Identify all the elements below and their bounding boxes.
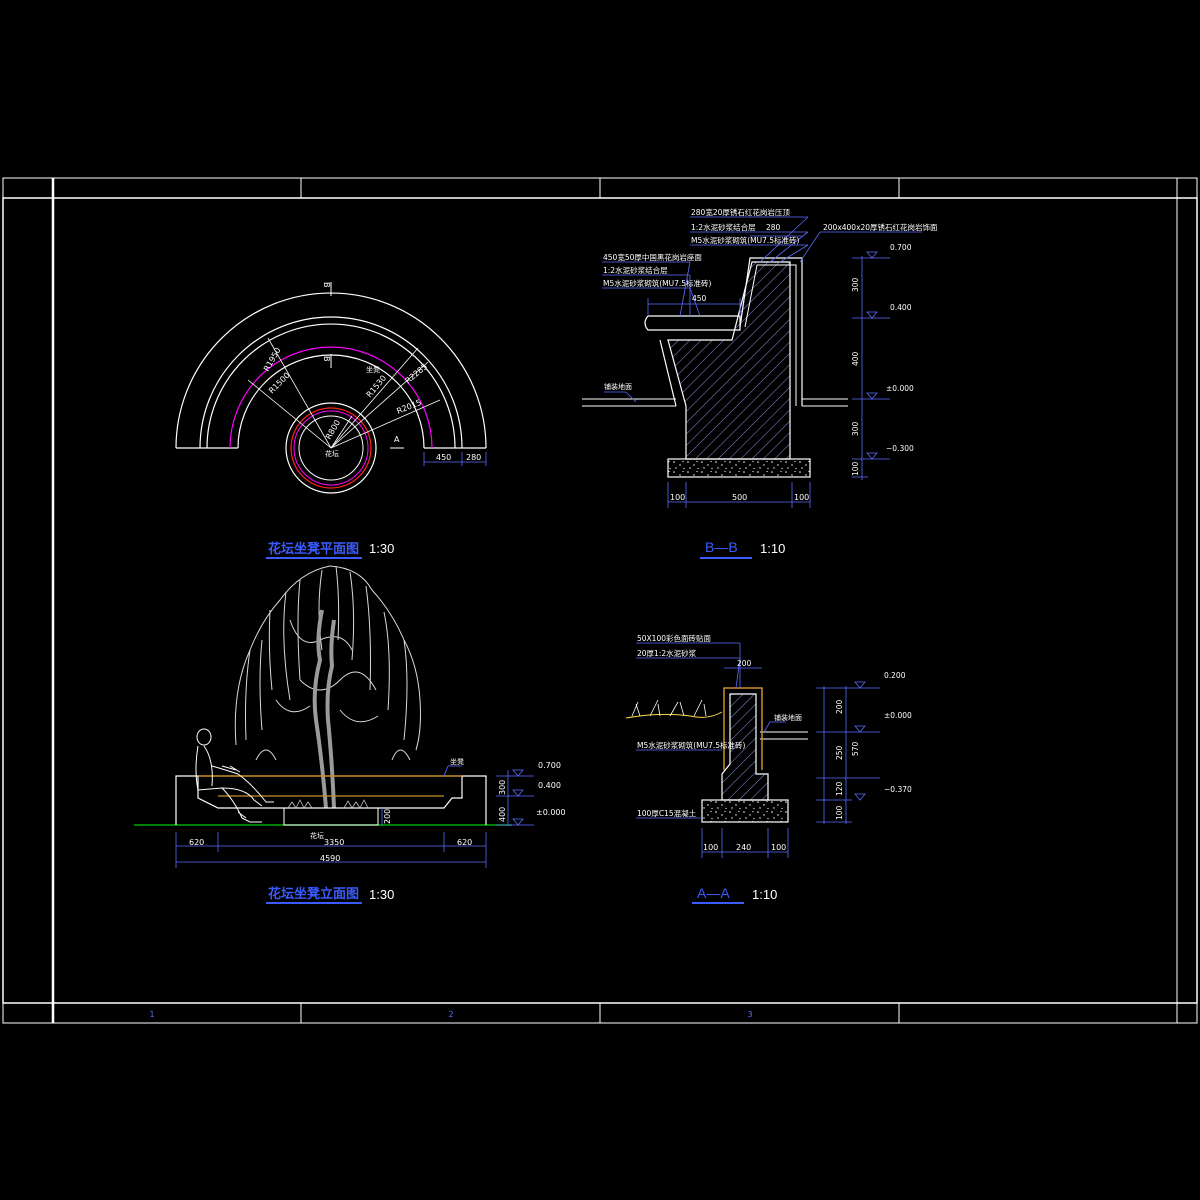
- aa-soil-line: [625, 711, 723, 719]
- aa-hdim-100a: 100: [703, 843, 718, 852]
- bb-elev-0400: 0.400: [890, 303, 912, 312]
- bb-vdim-100: 100: [851, 461, 860, 476]
- bb-vdim-400: 400: [851, 351, 860, 366]
- seated-person: [195, 728, 274, 823]
- aa-vdim-250: 250: [835, 745, 844, 760]
- aa-hdim-100b: 100: [771, 843, 786, 852]
- plan-section-b-top: B: [322, 282, 331, 288]
- aa-note-4: 100厚C15混凝土: [637, 808, 697, 818]
- aa-note-1: 50X100彩色面砖贴面: [637, 633, 711, 643]
- elevation-bench: [175, 775, 487, 825]
- aa-scale: 1:10: [752, 887, 777, 902]
- plan-title: 花坛坐凳平面图: [268, 541, 359, 556]
- plan-radius-r1950: R1950: [262, 346, 283, 373]
- bb-vdim-300b: 300: [851, 421, 860, 436]
- bb-scale: 1:10: [760, 541, 785, 556]
- plan-bed-inner: [298, 415, 364, 481]
- plan-radius-r2285: R2285: [404, 362, 430, 386]
- plan-inner-arc-2: [206, 323, 456, 449]
- bb-dim-280: 280: [766, 223, 781, 232]
- plan-label-center: 花坛: [325, 449, 339, 458]
- column-number-3: 3: [747, 1010, 752, 1019]
- aa-footing: [701, 799, 789, 823]
- column-number-2: 2: [448, 1010, 453, 1019]
- bb-dim-450: 450: [692, 294, 707, 303]
- elevation-hdim-3350: 3350: [324, 838, 344, 847]
- drawing-frame: [2, 177, 1198, 1024]
- plan-bed-outer: [285, 402, 377, 494]
- aa-note-3: M5水泥砂浆砌筑(MU7.5标准砖): [637, 740, 746, 750]
- plan-bed-red: [290, 407, 372, 489]
- plan-dim-450: 450: [436, 453, 451, 462]
- aa-hdim-240: 240: [736, 843, 751, 852]
- elevation-hdim-620a: 620: [189, 838, 204, 847]
- plan-section-b-mid: B: [322, 356, 331, 362]
- aa-vdim-total: 570: [851, 741, 860, 756]
- plan-radius-r800: R800: [324, 418, 342, 441]
- plan-label-seat: 坐凳: [366, 365, 380, 374]
- aa-vdim-120: 120: [835, 781, 844, 796]
- bb-elev-0700: 0.700: [890, 243, 912, 252]
- bb-elev-0000: ±0.000: [886, 384, 914, 393]
- plan-view: B B A 花坛 坐凳 R1950 R1500 R1530 R2285 R201…: [175, 282, 487, 559]
- elevation-vdim-400: 400: [498, 807, 507, 822]
- frame-column-numbers: 1 2 3: [149, 1010, 752, 1019]
- bb-hdim-500: 500: [732, 493, 747, 502]
- elevation-vdim-300: 300: [498, 780, 507, 795]
- bb-elev-m0300: −0.300: [886, 444, 914, 453]
- aa-label-paving: 铺装地面: [774, 713, 802, 722]
- bb-note-6: M5水泥砂浆砌筑(MU7.5标准砖): [603, 278, 712, 288]
- bb-coping-outline: [659, 257, 803, 407]
- elevation-scale: 1:30: [369, 887, 394, 902]
- aa-vdim-200: 200: [835, 699, 844, 714]
- plan-bed-magenta: [293, 410, 369, 486]
- plan-inner-arc-1: [199, 316, 463, 449]
- bb-vdim-300a: 300: [851, 277, 860, 292]
- elevation-dim-200: 200: [383, 809, 392, 824]
- section-aa: 50X100彩色面砖贴面 20厚1:2水泥砂浆 200 M5水泥砂浆砌筑(MU7…: [625, 633, 912, 904]
- column-number-1: 1: [149, 1010, 154, 1019]
- bb-note-7: 200x400x20厚锈石红花岗岩饰面: [823, 222, 938, 232]
- bb-wall-body: [667, 261, 791, 460]
- aa-cladding-outline: [723, 687, 763, 770]
- plan-radius-r1500: R1500: [267, 371, 292, 396]
- tree-canopy: [234, 565, 421, 761]
- bb-note-5: 1:2水泥砂浆结合层: [603, 265, 668, 275]
- elevation-hdim-620b: 620: [457, 838, 472, 847]
- bb-seat-stone: [644, 315, 741, 331]
- tree-trunk: [312, 609, 336, 809]
- aa-elev-0000: ±0.000: [884, 711, 912, 720]
- elevation-label-seat: 坐凳: [450, 757, 464, 766]
- bb-title: B—B: [705, 539, 738, 555]
- bb-note-3: M5水泥砂浆砌筑(MU7.5标准砖): [691, 235, 800, 245]
- aa-elev-0200: 0.200: [884, 671, 906, 680]
- aa-note-2: 20厚1:2水泥砂浆: [637, 648, 697, 658]
- elevation-elev-0000: ±0.000: [536, 808, 566, 817]
- elevation-title: 花坛坐凳立面图: [268, 886, 359, 901]
- bb-note-2: 1:2水泥砂浆结合层: [691, 222, 756, 232]
- section-bb: 280宽20厚锈石红花岗岩压顶 1:2水泥砂浆结合层 M5水泥砂浆砌筑(MU7.…: [582, 207, 938, 559]
- aa-title: A—A: [697, 885, 730, 901]
- plan-magenta-arc: [229, 346, 433, 449]
- bb-label-paving: 铺装地面: [604, 382, 632, 391]
- elevation-elev-0400: 0.400: [538, 781, 561, 790]
- plan-section-a: A: [394, 435, 400, 444]
- elevation-planter: [283, 807, 379, 826]
- plan-radius-r2015: R2015: [395, 398, 422, 416]
- elevation-view: 620 3350 620 4590 花坛 坐凳 0.700 0.400 ±0.0…: [134, 565, 566, 904]
- elevation-elev-0700: 0.700: [538, 761, 561, 770]
- bb-note-1: 280宽20厚锈石红花岗岩压顶: [691, 207, 790, 217]
- aa-vdim-100: 100: [835, 805, 844, 820]
- elevation-total: 4590: [320, 854, 340, 863]
- elevation-label-center: 花坛: [310, 831, 324, 840]
- bb-hdim-100a: 100: [670, 493, 685, 502]
- bb-hdim-100b: 100: [794, 493, 809, 502]
- bb-note-4: 450宽50厚中国黑花岗岩座面: [603, 252, 702, 262]
- aa-dim-200: 200: [737, 659, 752, 668]
- plan-scale: 1:30: [369, 541, 394, 556]
- bb-footing: [667, 458, 811, 478]
- aa-elev-m0370: −0.370: [884, 785, 912, 794]
- plan-dim-280: 280: [466, 453, 481, 462]
